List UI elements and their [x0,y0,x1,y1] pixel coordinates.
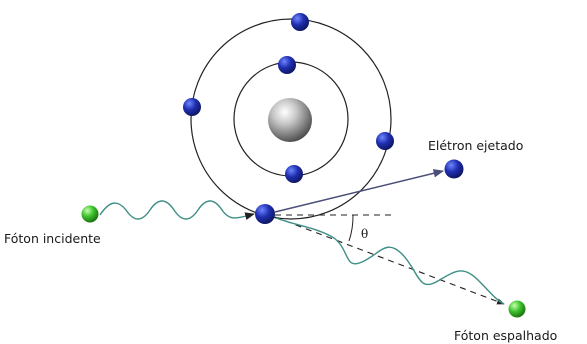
incident-photon-label: Fóton incidente [4,231,101,246]
angle-arc [348,214,354,242]
electron-dot-icon [444,159,464,179]
angle-label: θ [361,227,368,241]
electron-dot-icon [291,13,309,31]
electron-dot-icon [278,56,296,74]
ejected-electron-arrow [274,169,445,213]
outer-orbit [190,18,392,220]
nucleus-sphere-icon [268,98,312,142]
electron-dot-icon [376,132,394,150]
electron-dot-icon [255,204,275,224]
electron-dot-icon [183,98,201,116]
photon-dot-icon [81,205,99,223]
ejected-electron-label: Elétron ejetado [428,138,523,153]
incident-photon-wave [99,200,255,220]
electron-dot-icon [285,165,303,183]
scattered-photon-label: Fóton espalhado [454,328,557,343]
scattered-photon-wave [275,217,505,305]
photon-dot-icon [508,300,526,318]
scattered-direction-dashed-line [274,216,505,305]
